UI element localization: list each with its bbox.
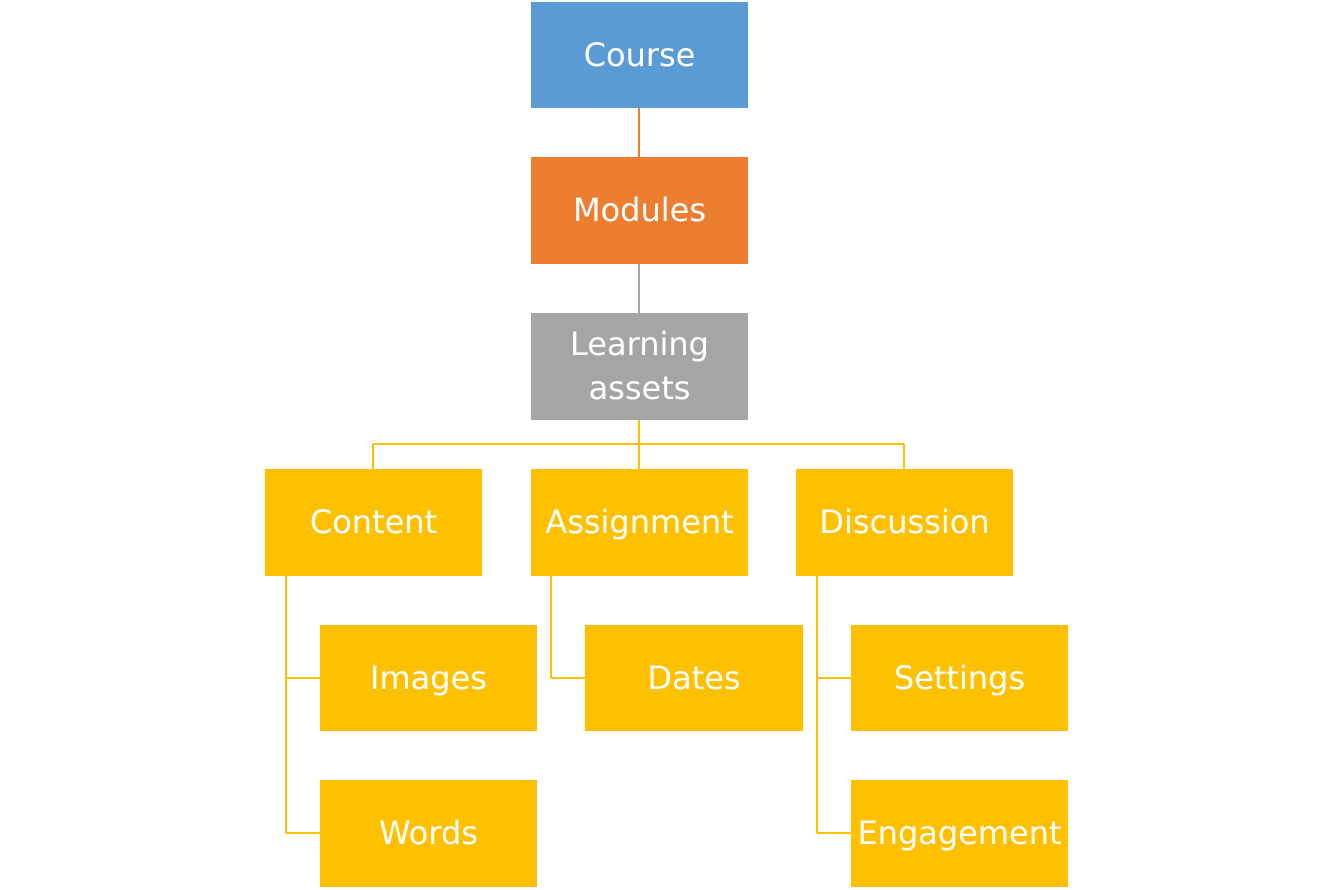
node-modules-label: Modules	[572, 191, 707, 230]
connector-discussion-children	[816, 576, 851, 834]
node-dates: Dates	[585, 625, 803, 731]
node-dates-label: Dates	[647, 658, 741, 697]
node-words-label: Words	[379, 814, 478, 853]
node-content-label: Content	[309, 503, 438, 542]
node-discussion-label: Discussion	[819, 503, 990, 542]
node-settings: Settings	[851, 625, 1068, 731]
node-settings-label: Settings	[893, 658, 1026, 697]
node-learning-assets-label: Learning assets	[570, 325, 709, 407]
node-course: Course	[531, 2, 748, 108]
node-engagement: Engagement	[851, 780, 1068, 887]
node-learning-assets: Learning assets	[531, 313, 748, 420]
connector-assets-children	[372, 420, 905, 469]
node-discussion: Discussion	[796, 469, 1013, 576]
node-engagement-label: Engagement	[857, 814, 1062, 853]
connector-content-children	[285, 576, 320, 834]
node-images: Images	[320, 625, 537, 731]
node-course-label: Course	[583, 35, 696, 74]
node-images-label: Images	[370, 658, 487, 697]
node-content: Content	[265, 469, 482, 576]
node-modules: Modules	[531, 157, 748, 264]
node-assignment: Assignment	[531, 469, 748, 576]
node-words: Words	[320, 780, 537, 887]
node-assignment-label: Assignment	[545, 503, 734, 542]
connector-assignment-children	[550, 576, 585, 679]
